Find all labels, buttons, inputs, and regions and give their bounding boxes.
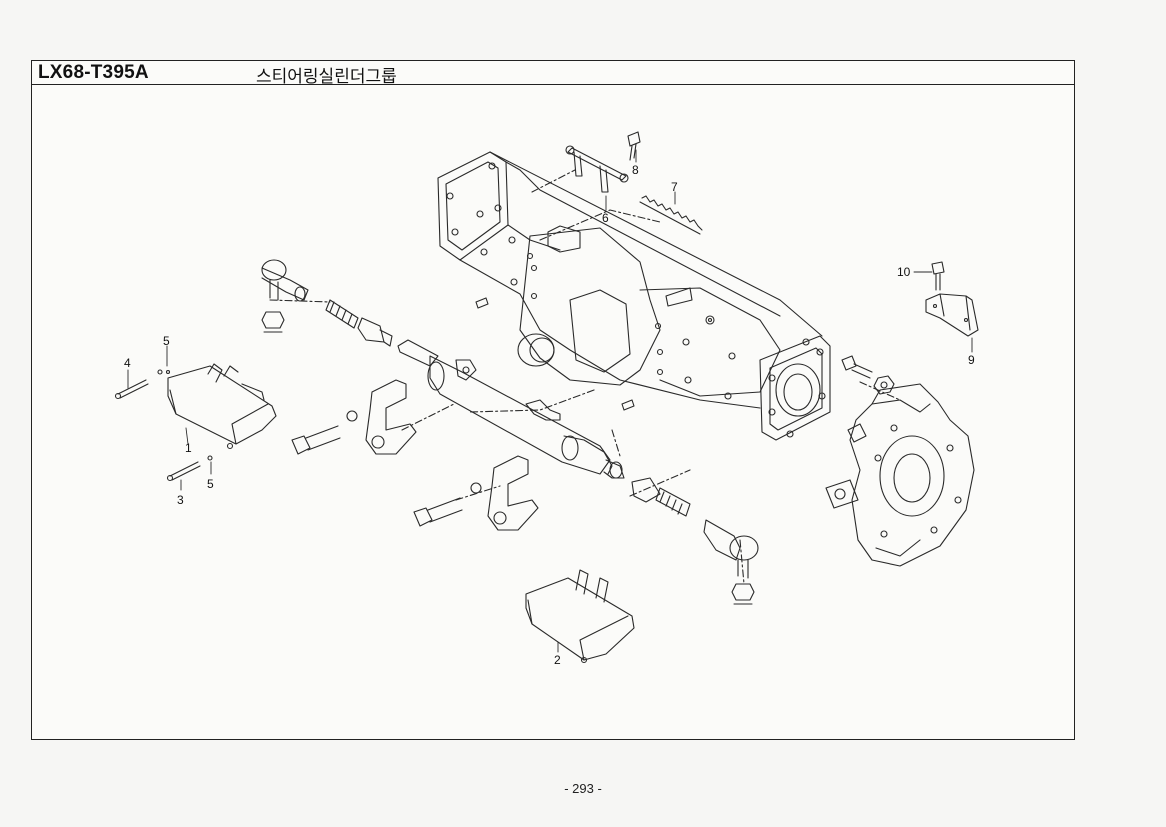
- clamp-bracket-lower: [487, 455, 539, 531]
- part-group-code: LX68-T395A: [38, 62, 149, 83]
- clamp-bolt-lower: [413, 482, 482, 527]
- screw-part-3: [166, 461, 201, 482]
- callout-labels: 1 2 3 4 5 5 6 7 8 9 10: [124, 163, 975, 667]
- callout-8: 8: [632, 163, 639, 177]
- knuckle-nut: [873, 375, 895, 395]
- piston-rod: [603, 459, 625, 479]
- adjuster-right: [631, 477, 691, 517]
- cylinder-body: [397, 339, 613, 475]
- washer-part-5-upper: [157, 369, 163, 375]
- callout-5-upper: 5: [163, 334, 170, 348]
- bolt-part-8: [627, 131, 641, 161]
- nut-left: [261, 311, 285, 333]
- callout-leaders: [127, 149, 973, 653]
- callout-5-lower: 5: [207, 477, 214, 491]
- screw-part-4: [114, 379, 149, 400]
- callout-6: 6: [602, 211, 609, 225]
- steering-knuckle: [825, 383, 975, 567]
- callout-9: 9: [968, 353, 975, 367]
- part-group-title: 스티어링실린더그룹: [256, 67, 397, 87]
- nut-right: [731, 583, 755, 605]
- cover-part-9: [925, 293, 979, 337]
- callout-4: 4: [124, 356, 131, 370]
- clamp-bracket-upper: [365, 379, 417, 455]
- tie-rod-end-right: [703, 519, 759, 579]
- page-number: - 293 -: [564, 781, 602, 796]
- callout-3: 3: [177, 493, 184, 507]
- guard-part-2: [525, 569, 635, 664]
- callout-2: 2: [554, 653, 561, 667]
- bolt-part-10: [931, 261, 945, 291]
- callout-7: 7: [671, 180, 678, 194]
- guard-part-1: [165, 363, 277, 450]
- axle-housing: [437, 151, 831, 441]
- knuckle-bolt: [841, 355, 873, 379]
- bracket-part-6: [565, 145, 629, 193]
- callout-1: 1: [185, 441, 192, 455]
- clamp-bolt-upper: [291, 410, 358, 455]
- tie-rod-end-left: [261, 259, 309, 302]
- header-bar: LX68-T395A 스티어링실린더그룹: [32, 61, 1074, 87]
- adjuster-left: [325, 299, 393, 347]
- washer-part-5-lower: [207, 455, 213, 461]
- callout-10: 10: [897, 265, 911, 279]
- spring-part-7: [639, 195, 703, 235]
